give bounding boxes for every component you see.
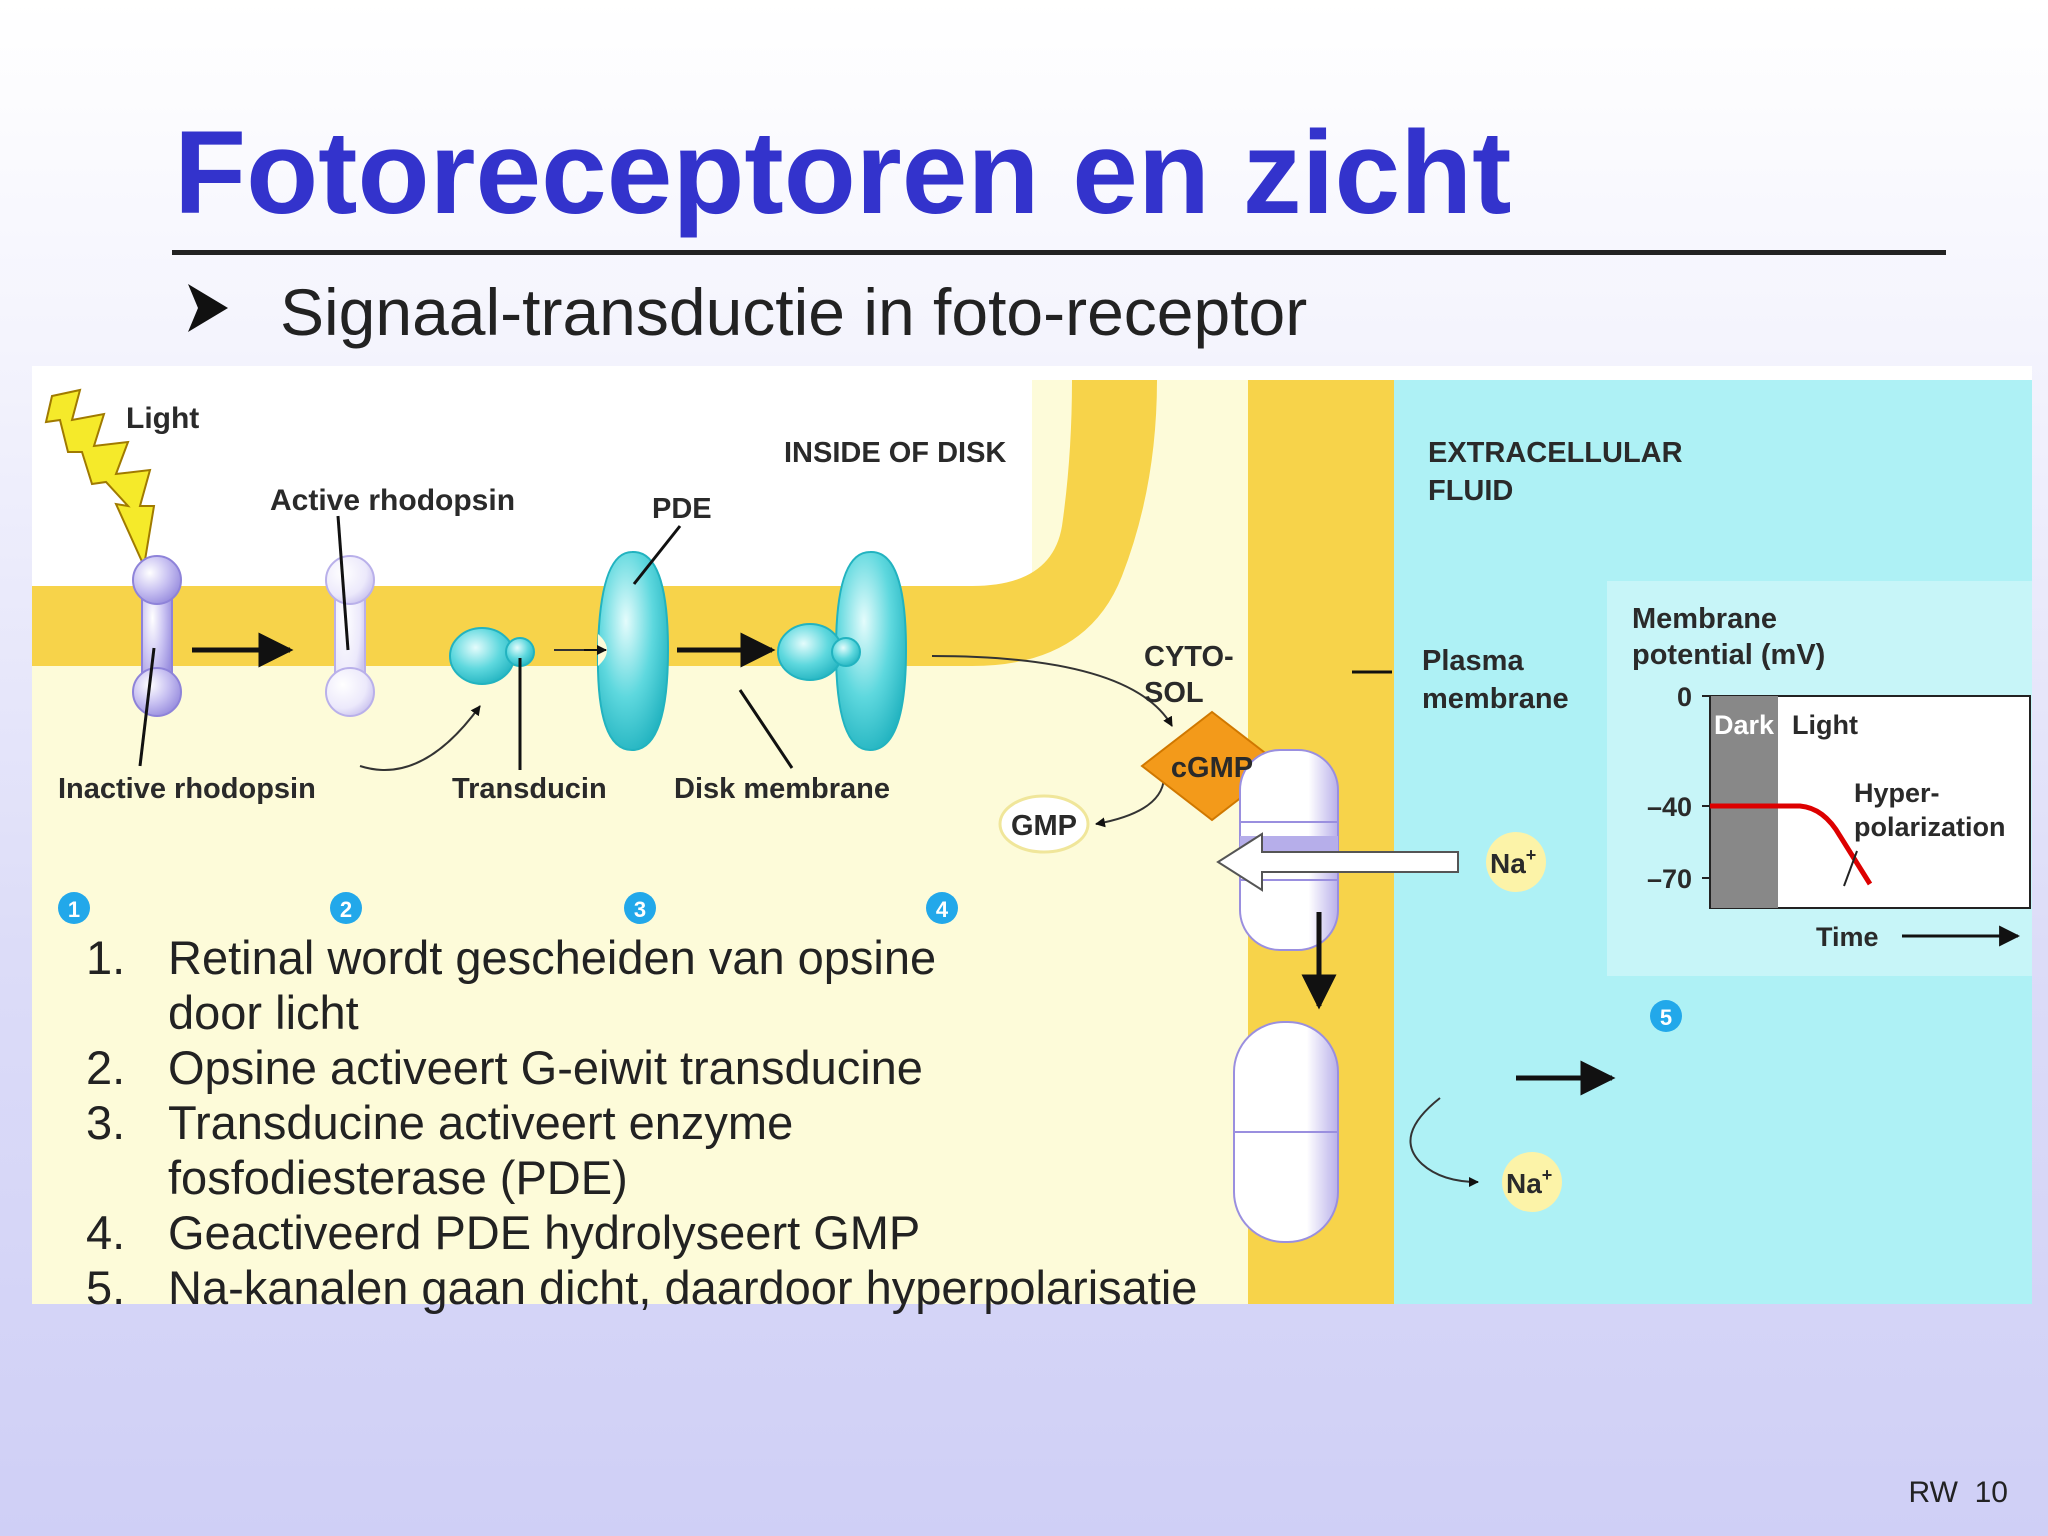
transducin-label: Transducin: [452, 773, 607, 805]
slide-footer: RW 10: [1908, 1476, 2008, 1509]
pde-label: PDE: [652, 493, 712, 525]
step-marker-5: 5: [1650, 1000, 1682, 1032]
tick-minus-70: –70: [1647, 864, 1692, 894]
light-period-label: Light: [1792, 710, 1858, 740]
step-text: Opsine activeert G-eiwit transducine: [168, 1041, 923, 1094]
step-item: 4. Geactiveerd PDE hydrolyseert GMP: [86, 1205, 1197, 1260]
extracellular-fluid-label: EXTRACELLULAR: [1428, 437, 1683, 469]
extracellular-fluid-label-2: FLUID: [1428, 475, 1513, 507]
step-item: 5. Na-kanalen gaan dicht, daardoor hyperp…: [86, 1260, 1197, 1315]
step-item: 1. Retinal wordt gescheiden van opsine do…: [86, 930, 1197, 1040]
slide-title: Fotoreceptoren en zicht: [174, 107, 1512, 239]
step-number: 1.: [86, 931, 126, 984]
inactive-rhodopsin-label: Inactive rhodopsin: [58, 773, 316, 805]
step-text: Transducine activeert enzyme fosfodieste…: [168, 1096, 794, 1204]
step-number: 5.: [86, 1261, 126, 1314]
inside-of-disk-label: INSIDE OF DISK: [784, 437, 1006, 469]
tick-minus-40: –40: [1647, 792, 1692, 822]
arrow-bullet-icon: [188, 284, 228, 332]
svg-text:1: 1: [68, 897, 80, 922]
step-marker-3: 3: [624, 892, 656, 924]
step-text: Geactiveerd PDE hydrolyseert GMP: [168, 1206, 921, 1259]
graph-ylabel-2: potential (mV): [1632, 639, 1825, 671]
title-divider: [172, 250, 1946, 255]
step-number: 3.: [86, 1096, 126, 1149]
time-axis-label: Time: [1816, 922, 1879, 952]
hyperpolarization-label: Hyper-: [1854, 778, 1940, 808]
step-marker-2: 2: [330, 892, 362, 924]
phototransduction-diagram: Light Active rhodopsin INSIDE OF DISK PD…: [32, 366, 2032, 1304]
tick-0: 0: [1677, 682, 1692, 712]
graph-ylabel: Membrane: [1632, 603, 1777, 635]
step-marker-1: 1: [58, 892, 90, 924]
step-list: 1. Retinal wordt gescheiden van opsine do…: [86, 930, 1197, 1315]
step-text: Na-kanalen gaan dicht, daardoor hyperpol…: [168, 1261, 1198, 1314]
diagram-graphic: Light Active rhodopsin INSIDE OF DISK PD…: [32, 366, 2032, 1304]
step-item: 3. Transducine activeert enzyme fosfodies…: [86, 1095, 1197, 1205]
step-marker-4: 4: [926, 892, 958, 924]
na-ion-lower: Na+: [1506, 1165, 1552, 1199]
step-item: 2. Opsine activeert G-eiwit transducine: [86, 1040, 1197, 1095]
cgmp-label: cGMP: [1171, 752, 1253, 784]
svg-text:2: 2: [340, 897, 352, 922]
step-number: 2.: [86, 1041, 126, 1094]
step-number: 4.: [86, 1206, 126, 1259]
light-label: Light: [126, 402, 199, 435]
svg-text:4: 4: [936, 897, 949, 922]
cytosol-label-2: SOL: [1144, 677, 1204, 709]
plasma-membrane-label-2: membrane: [1422, 683, 1569, 715]
svg-text:5: 5: [1660, 1005, 1672, 1030]
hyperpolarization-label-2: polarization: [1854, 812, 2006, 842]
cytosol-label: CYTO-: [1144, 641, 1234, 673]
na-ion-upper: Na+: [1490, 845, 1536, 879]
plasma-membrane-label: Plasma: [1422, 645, 1524, 677]
disk-membrane-label: Disk membrane: [674, 773, 890, 805]
gmp-label: GMP: [1011, 810, 1077, 842]
step-text: Retinal wordt gescheiden van opsine door…: [168, 931, 937, 1039]
active-rhodopsin-label: Active rhodopsin: [270, 484, 515, 517]
slide-subtitle: Signaal-transductie in foto-receptor: [280, 275, 1308, 349]
svg-text:3: 3: [634, 897, 646, 922]
dark-label: Dark: [1714, 710, 1775, 740]
